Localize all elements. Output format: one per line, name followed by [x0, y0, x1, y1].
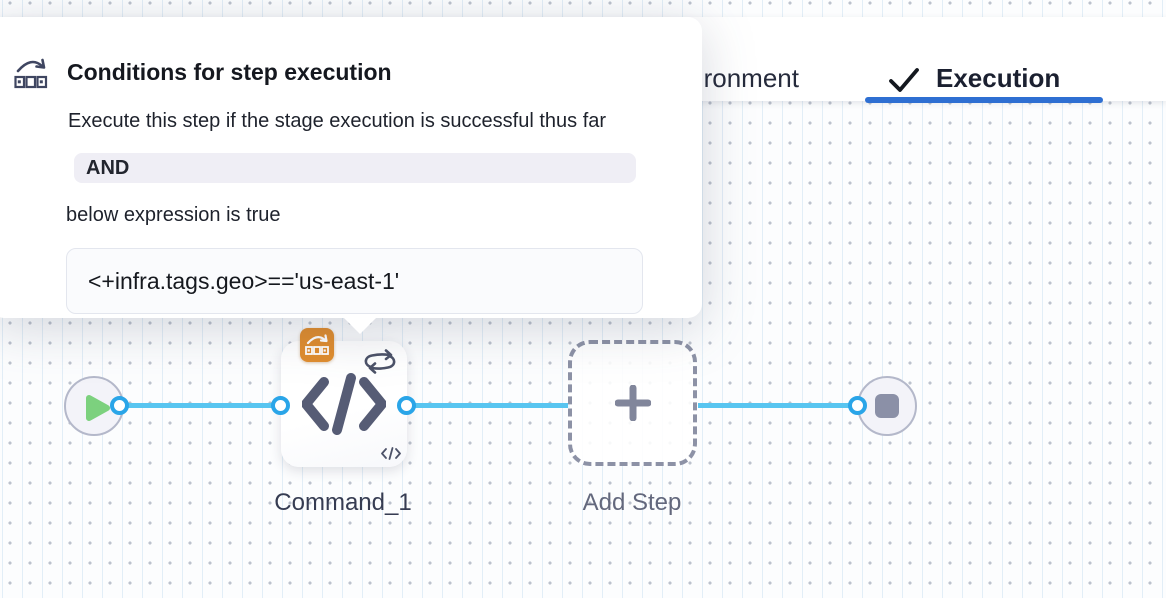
port-step-in[interactable] [271, 396, 290, 415]
add-step-button[interactable] [568, 340, 697, 466]
port-start-out[interactable] [110, 396, 129, 415]
add-step-label: Add Step [582, 489, 682, 516]
stop-icon [875, 394, 899, 418]
tab-execution[interactable]: Execution [936, 63, 1061, 93]
popover-caret [342, 316, 378, 334]
check-icon [889, 68, 919, 92]
code-icon [302, 373, 386, 435]
code-template-icon [381, 447, 401, 460]
conditional-execution-badge[interactable] [300, 328, 334, 362]
port-end-in[interactable] [848, 396, 867, 415]
plus-icon [614, 385, 651, 421]
active-tab-underline [865, 97, 1103, 103]
looping-strategy-icon [364, 349, 396, 374]
end-node[interactable] [857, 376, 917, 436]
expression-value: <+infra.tags.geo>=='us-east-1' [66, 248, 643, 314]
connector-line [698, 403, 850, 408]
connector-line [414, 403, 570, 408]
popover-title: Conditions for step execution [67, 59, 392, 85]
play-icon [86, 395, 110, 421]
step-card-command-1[interactable] [281, 328, 407, 467]
popover-subtitle: Execute this step if the stage execution… [68, 110, 607, 132]
connector-line [126, 403, 272, 408]
and-operator-badge: AND [74, 153, 636, 183]
conditional-execution-icon [305, 334, 329, 355]
conditional-execution-icon [14, 58, 48, 89]
step-label: Command_1 [274, 489, 412, 516]
port-step-out[interactable] [397, 396, 416, 415]
expression-label: below expression is true [66, 204, 281, 226]
